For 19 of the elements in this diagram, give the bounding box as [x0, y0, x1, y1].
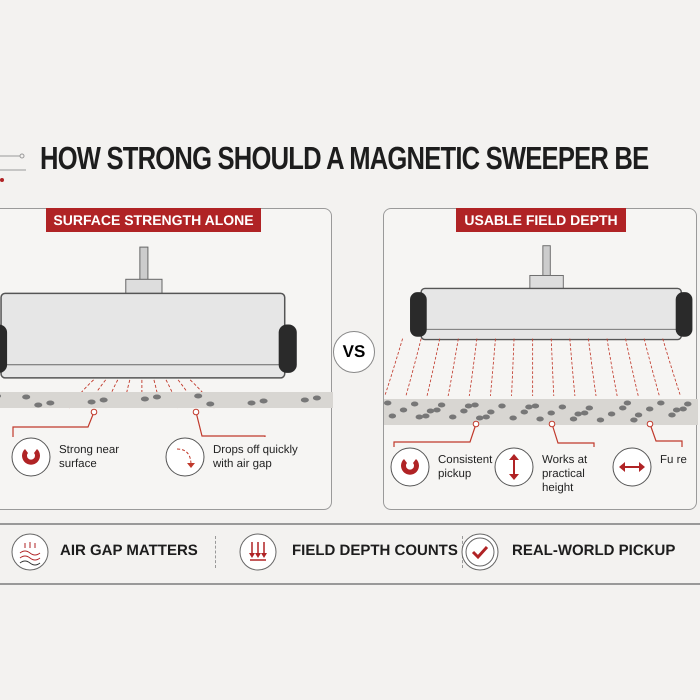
callout-text: Consistent pickup	[438, 453, 492, 481]
label-text: FIELD DEPTH COUNTS	[292, 542, 458, 559]
leader-line	[646, 420, 683, 447]
vs-badge: VS	[333, 331, 375, 373]
callout-text: Drops off quickly with air gap	[213, 443, 299, 471]
leader-line	[393, 420, 480, 447]
label-text: REAL-WORLD PICKUP	[512, 542, 676, 559]
panel-header: SURFACE STRENGTH ALONE	[46, 208, 261, 232]
title: HOW STRONG SHOULD A MAGNETIC SWEEPER BE	[40, 140, 648, 177]
leader-line	[192, 408, 266, 438]
comparison-panel	[383, 208, 697, 510]
callout-text: Strong near surface	[59, 443, 120, 471]
leader-line	[548, 420, 595, 447]
label-text: AIR GAP MATTERS	[60, 542, 198, 559]
callout-text: Works at practical height	[542, 453, 588, 495]
callout-text: Fu re	[660, 453, 687, 467]
comparison-panel	[0, 208, 332, 510]
panel-header: USABLE FIELD DEPTH	[456, 208, 626, 232]
leader-line	[12, 408, 98, 437]
